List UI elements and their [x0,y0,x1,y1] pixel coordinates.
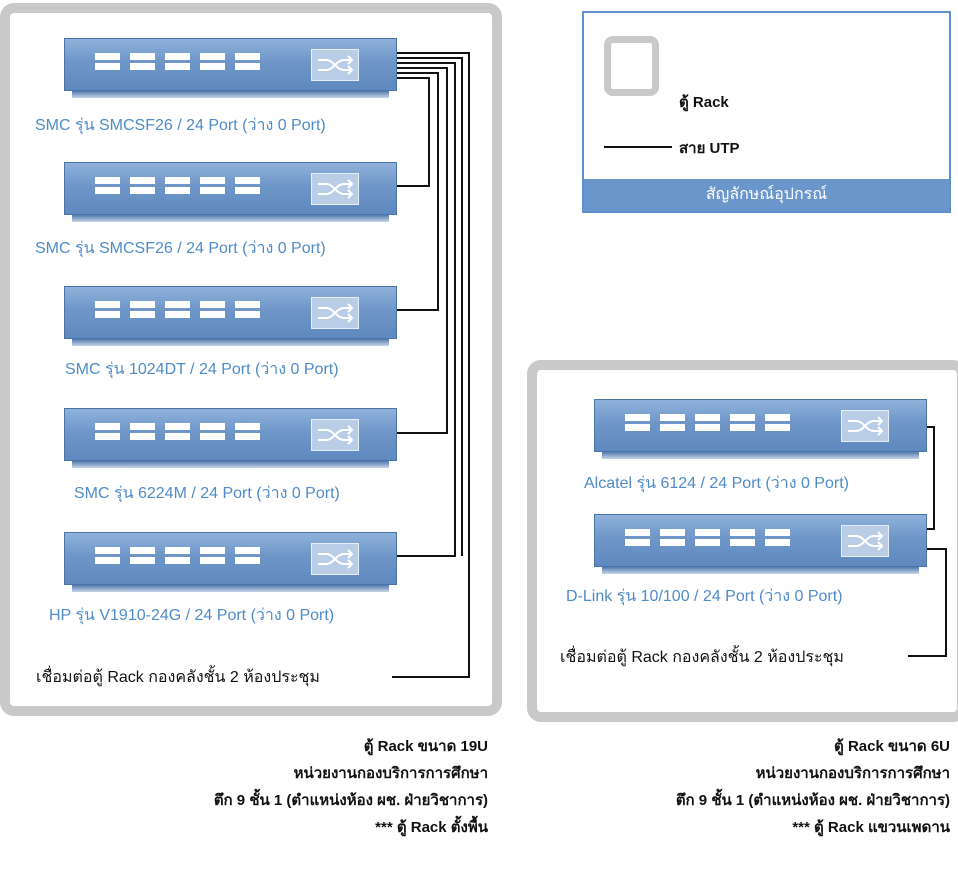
port-icon [235,301,260,318]
switch-dlink-10-100 [594,514,927,576]
port-icon [730,529,755,546]
switch-body [64,532,397,585]
caption-line: ตู้ Rack ขนาด 6U [834,738,950,755]
port-icon [95,423,120,440]
port-icon [200,423,225,440]
switch-body [64,286,397,339]
port-icon [130,301,155,318]
connection-label: เชื่อมต่อตู้ Rack กองคลังชั้น 2 ห้องประช… [36,665,320,690]
switch-icon [311,419,359,451]
switch-body [64,162,397,215]
port-icon [165,547,190,564]
port-icon [660,529,685,546]
port-icon [695,529,720,546]
switch-label: SMC รุ่น 6224M / 24 Port (ว่าง 0 Port) [74,485,340,502]
switch-base [602,452,919,459]
switch-smc-smcsf26-1 [64,38,397,100]
switch-icon [311,49,359,81]
connection-label: เชื่อมต่อตู้ Rack กองคลังชั้น 2 ห้องประช… [560,645,844,670]
port-icon [130,547,155,564]
port-icon [765,529,790,546]
switch-label: SMC รุ่น SMCSF26 / 24 Port (ว่าง 0 Port) [35,240,326,257]
switch-label: Alcatel รุ่น 6124 / 24 Port (ว่าง 0 Port… [584,475,849,492]
caption-line: *** ตู้ Rack ตั้งพื้น [375,819,488,836]
switch-icon [841,525,889,557]
legend-rack-label: ตู้ Rack [679,94,729,111]
port-icon [235,53,260,70]
switch-alcatel-6124 [594,399,927,461]
caption-line: ตึก 9 ชั้น 1 (ตำแหน่งห้อง ผช. ฝ่ายวิชากา… [675,792,950,809]
switch-icon [311,173,359,205]
port-icon [165,177,190,194]
port-icon [660,414,685,431]
switch-body [64,38,397,91]
switch-icon [311,297,359,329]
switch-label: SMC รุ่น 1024DT / 24 Port (ว่าง 0 Port) [65,361,339,378]
port-icon [165,301,190,318]
port-icon [200,53,225,70]
port-icon [95,547,120,564]
switch-base [72,91,389,98]
port-icon [95,177,120,194]
port-icon [200,177,225,194]
port-icon [200,301,225,318]
caption-line: หน่วยงานกองบริการการศึกษา [293,765,488,782]
port-icon [625,414,650,431]
switch-smc-smcsf26-2 [64,162,397,224]
switch-body [64,408,397,461]
port-icon [95,53,120,70]
rack-symbol-icon [604,36,659,96]
port-icon [165,53,190,70]
legend-box: ตู้ Rack สาย UTP สัญลักษณ์อุปกรณ์ [582,11,951,213]
switch-hp-v1910 [64,532,397,594]
port-icon [165,423,190,440]
switch-icon [311,543,359,575]
utp-cable-symbol-icon [604,146,672,148]
port-icon [95,301,120,318]
switch-body [594,399,927,452]
switch-smc-6224m [64,408,397,470]
caption-line: ตึก 9 ชั้น 1 (ตำแหน่งห้อง ผช. ฝ่ายวิชากา… [213,792,488,809]
port-icon [235,423,260,440]
switch-label: HP รุ่น V1910-24G / 24 Port (ว่าง 0 Port… [49,607,335,624]
switch-icon [841,410,889,442]
switch-label: SMC รุ่น SMCSF26 / 24 Port (ว่าง 0 Port) [35,117,326,134]
switch-base [72,461,389,468]
caption-line: *** ตู้ Rack แขวนเพดาน [792,819,950,836]
switch-base [602,567,919,574]
caption-line: หน่วยงานกองบริการการศึกษา [755,765,950,782]
switch-label: D-Link รุ่น 10/100 / 24 Port (ว่าง 0 Por… [566,588,843,605]
switch-smc-1024dt [64,286,397,348]
port-icon [130,53,155,70]
switch-base [72,585,389,592]
port-icon [765,414,790,431]
switch-base [72,215,389,222]
legend-cable-label: สาย UTP [679,140,740,157]
caption-line: ตู้ Rack ขนาด 19U [363,738,488,755]
port-icon [235,177,260,194]
port-icon [695,414,720,431]
rack-19u-caption: ตู้ Rack ขนาด 19U หน่วยงานกองบริการการศึ… [214,733,488,841]
rack-6u-caption: ตู้ Rack ขนาด 6U หน่วยงานกองบริการการศึก… [676,733,950,841]
port-icon [235,547,260,564]
switch-base [72,339,389,346]
port-icon [130,177,155,194]
switch-body [594,514,927,567]
legend-title: สัญลักษณ์อุปกรณ์ [584,179,949,211]
port-icon [625,529,650,546]
port-icon [200,547,225,564]
port-icon [730,414,755,431]
rack-19u [0,3,502,716]
port-icon [130,423,155,440]
